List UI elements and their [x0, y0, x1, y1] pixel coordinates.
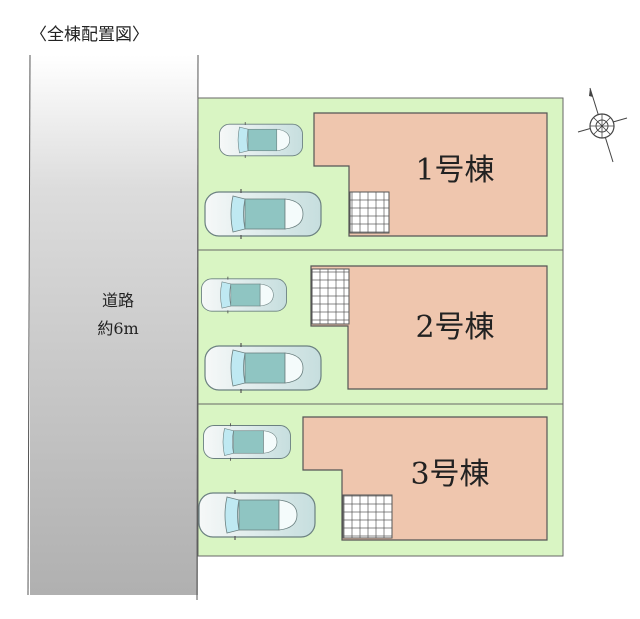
car-icon — [204, 342, 322, 394]
car-icon — [202, 422, 292, 462]
entrance-tile-1 — [349, 191, 390, 234]
car-icon — [218, 121, 304, 159]
entrance-tile-3 — [342, 494, 393, 539]
page-title: 〈全棟配置図〉 — [30, 25, 149, 45]
car-icon — [204, 188, 322, 240]
entrance-tile-2 — [311, 268, 350, 325]
building-1-label: 1号棟 — [415, 153, 494, 188]
road-width-label: 約6m — [97, 319, 138, 338]
building-2-label: 2号棟 — [415, 310, 494, 345]
road-label: 道路 — [102, 291, 134, 310]
road-edge-left — [27, 54, 31, 596]
car-icon — [200, 276, 288, 314]
car-icon — [198, 489, 316, 541]
road — [30, 55, 198, 595]
north-arrow-icon — [577, 87, 628, 163]
building-2 — [310, 265, 548, 390]
building-3-label: 3号棟 — [410, 457, 489, 492]
